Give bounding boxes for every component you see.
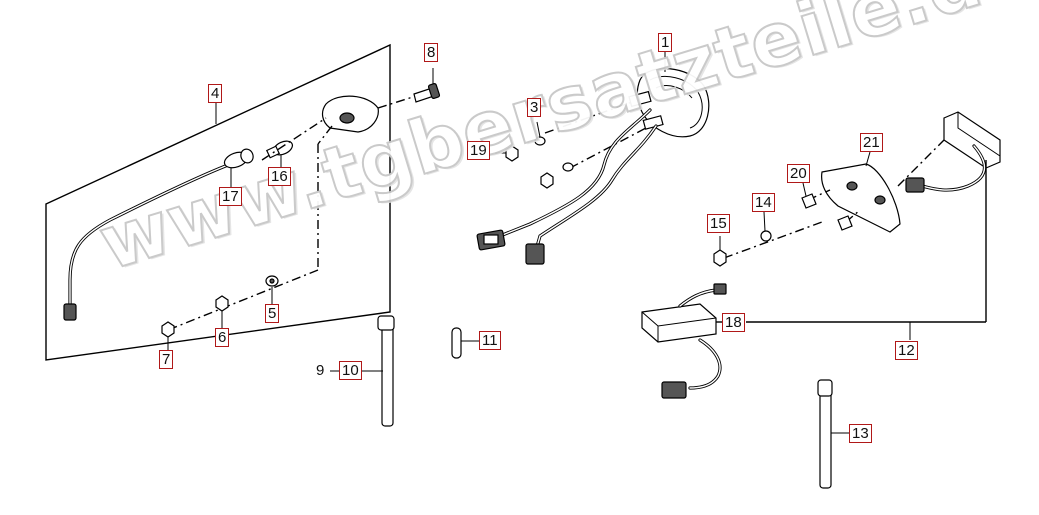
callout-19[interactable]: 19 (467, 141, 490, 160)
small-hardware-left (161, 275, 279, 350)
license-light-bulb (265, 140, 294, 167)
callout-5[interactable]: 5 (265, 304, 280, 323)
pin-part-11 (451, 327, 479, 359)
license-light-housing (167, 95, 379, 331)
cable-tie-part-10 (330, 315, 395, 427)
small-hardware-middle (495, 121, 574, 189)
small-hardware-right (713, 211, 823, 267)
screw-part-8 (377, 68, 441, 109)
callout-15[interactable]: 15 (707, 214, 730, 233)
callout-20[interactable]: 20 (787, 164, 810, 183)
callout-1[interactable]: 1 (658, 33, 673, 52)
callout-17[interactable]: 17 (219, 187, 242, 206)
cable-tie-part-13 (817, 379, 849, 489)
callout-10[interactable]: 10 (339, 361, 362, 380)
callout-3[interactable]: 3 (527, 98, 542, 117)
callout-11[interactable]: 11 (479, 331, 501, 350)
control-unit-part-18 (641, 283, 727, 399)
tail-light-part-1 (476, 52, 710, 265)
callout-8[interactable]: 8 (424, 43, 439, 62)
license-light-assembly-frame (45, 43, 391, 361)
callout-7[interactable]: 7 (159, 350, 174, 369)
callout-13[interactable]: 13 (849, 424, 872, 443)
callout-12[interactable]: 12 (895, 341, 918, 360)
rear-light-unit (746, 111, 1001, 340)
mounting-bracket-part-21 (801, 151, 901, 233)
callout-21[interactable]: 21 (860, 133, 883, 152)
callout-16[interactable]: 16 (268, 167, 291, 186)
callout-14[interactable]: 14 (752, 193, 775, 212)
callout-9[interactable]: 9 (316, 362, 325, 379)
license-light-cable (63, 148, 254, 321)
callout-4[interactable]: 4 (208, 84, 223, 103)
callout-18[interactable]: 18 (722, 313, 745, 332)
callout-6[interactable]: 6 (215, 328, 230, 347)
